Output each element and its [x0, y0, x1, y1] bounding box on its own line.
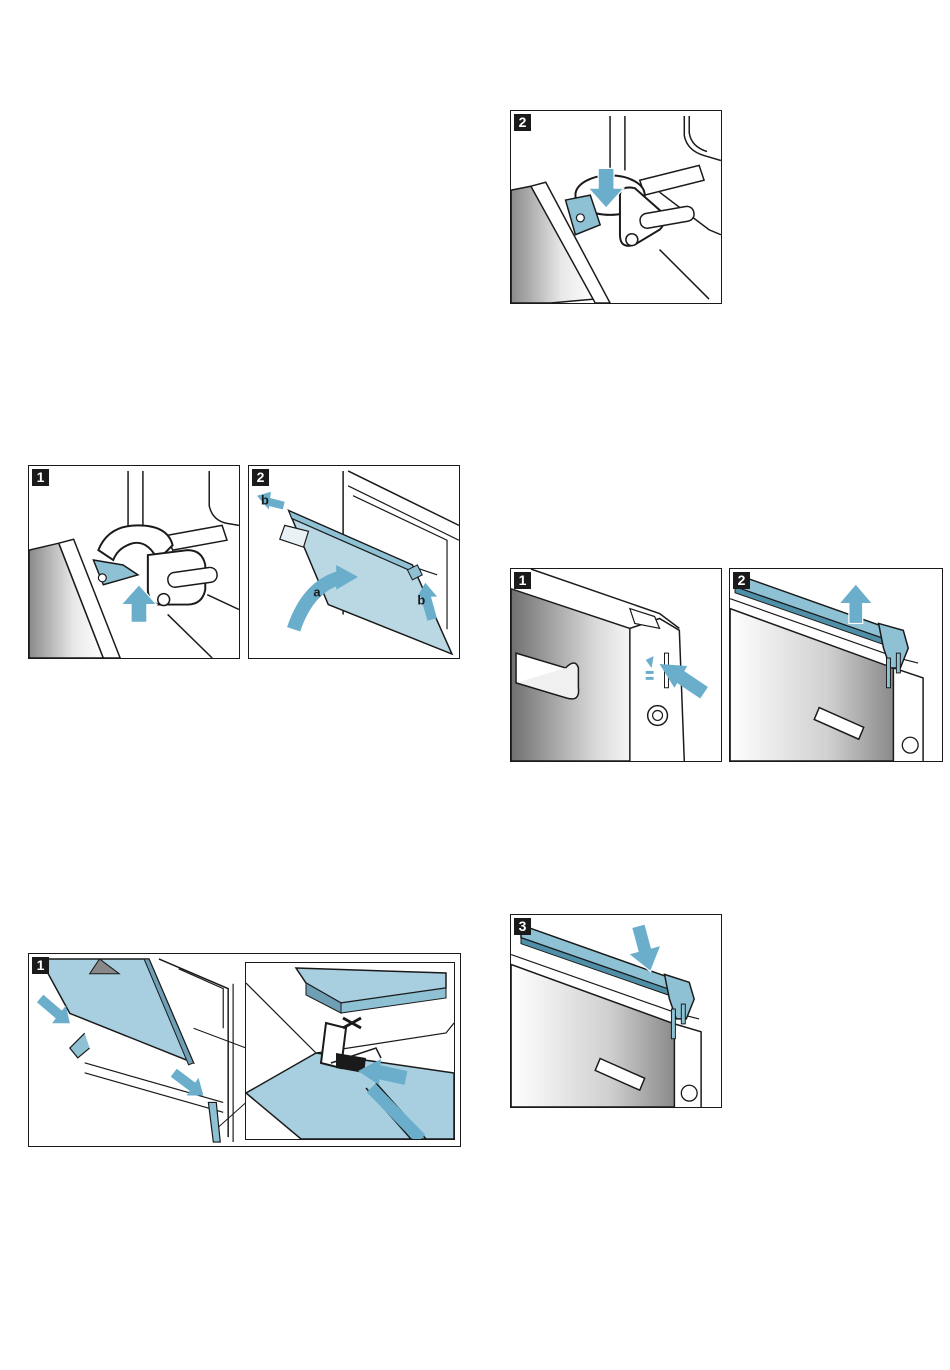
figure-hinge-unlock: 1	[28, 465, 240, 659]
figure-hinge-lock: 2	[510, 110, 722, 304]
callout-b-left: b	[261, 493, 269, 508]
figure-cover-release: 1	[510, 568, 722, 762]
cover-replace-illustration	[511, 915, 721, 1107]
detail-inset	[245, 962, 455, 1140]
cover-lift-illustration	[730, 569, 942, 761]
figure-door-glass-remove: 2 b a b	[248, 465, 460, 659]
step-number-badge: 2	[733, 572, 750, 589]
step-number-badge: 1	[514, 572, 531, 589]
detail-inset-illustration	[246, 963, 454, 1139]
step-number-badge: 1	[32, 469, 49, 486]
figure-door-clip-insert: 1	[28, 953, 461, 1147]
door-glass-remove-illustration: b a b	[249, 466, 459, 658]
step-number-badge: 1	[32, 957, 49, 974]
figure-cover-lift: 2	[729, 568, 943, 762]
hinge-lock-illustration	[511, 111, 721, 303]
cover-release-illustration	[511, 569, 721, 761]
callout-b-right: b	[417, 593, 425, 608]
callout-a: a	[313, 585, 321, 600]
hinge-unlock-illustration	[29, 466, 239, 658]
figure-cover-replace: 3	[510, 914, 722, 1108]
step-number-badge: 2	[252, 469, 269, 486]
step-number-badge: 2	[514, 114, 531, 131]
step-number-badge: 3	[514, 918, 531, 935]
